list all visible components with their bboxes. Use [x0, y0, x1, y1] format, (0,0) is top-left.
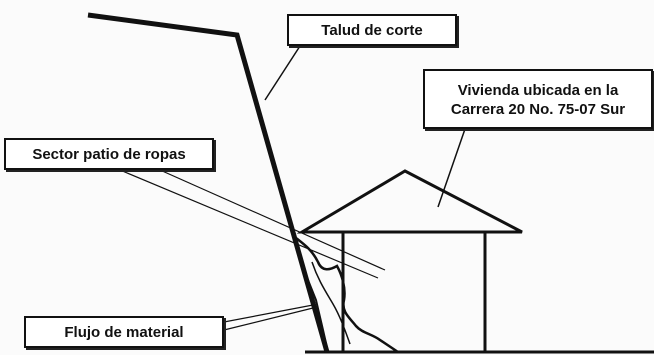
- label-vivienda-line2: Carrera 20 No. 75-07 Sur: [450, 101, 626, 118]
- label-vivienda: Vivienda ubicada en la Carrera 20 No. 75…: [423, 69, 653, 129]
- label-talud-text: Talud de corte: [321, 22, 423, 39]
- leader-vivienda: [437, 128, 466, 208]
- leader-talud: [264, 45, 301, 101]
- leader-sector-b: [159, 169, 386, 271]
- debris-inner-line: [311, 261, 351, 345]
- label-flujo-material: Flujo de material: [24, 316, 224, 348]
- leader-flujo: [223, 304, 314, 323]
- debris-crack-line: [295, 237, 399, 354]
- flow-boundary-line: [291, 231, 329, 353]
- label-sector-text: Sector patio de ropas: [32, 146, 186, 163]
- label-vivienda-line1: Vivienda ubicada en la: [457, 82, 619, 99]
- leader-flujo-b: [223, 307, 314, 331]
- house-roof: [296, 169, 523, 234]
- label-sector-patio: Sector patio de ropas: [4, 138, 214, 170]
- label-flujo-text: Flujo de material: [64, 324, 184, 341]
- label-talud-de-corte: Talud de corte: [287, 14, 457, 46]
- leader-sector-a: [119, 169, 379, 279]
- slope-profile: [87, 12, 330, 353]
